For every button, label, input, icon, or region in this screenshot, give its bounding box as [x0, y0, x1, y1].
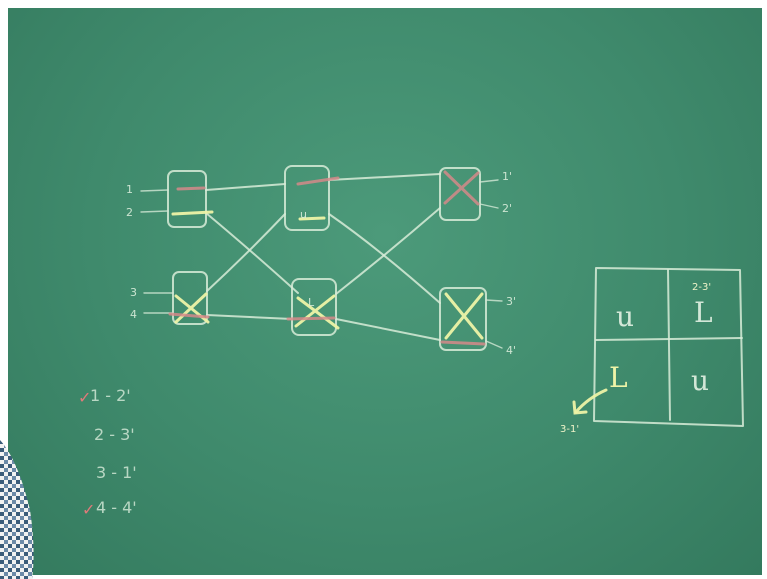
table-cell-l-bottom: L — [609, 361, 628, 394]
arrow-label: 3-1' — [560, 424, 579, 435]
link-s1b-s2t — [206, 213, 286, 292]
route-red-s1b — [168, 312, 210, 319]
switch-mark-l: L — [308, 296, 315, 309]
table-cell-l-top: L — [694, 296, 713, 329]
input-label-2: 2 — [126, 206, 133, 219]
route-red-s3b — [440, 340, 486, 346]
network-diagram: 1 2 3 4 1' 2' 3' 4' u L u L L u 2-3' — [78, 165, 744, 519]
input-label-3: 3 — [130, 286, 137, 299]
output-line-3 — [485, 299, 503, 302]
route-red-s1 — [176, 186, 206, 191]
table-cell-u-bottom: u — [691, 364, 709, 397]
tick-mark: ✓ — [78, 388, 91, 407]
output-line-4 — [485, 340, 503, 349]
link-s1b-s2b — [206, 314, 293, 320]
table-border — [593, 267, 744, 427]
link-s2t-s3b — [328, 213, 441, 304]
arrow-curve — [574, 388, 608, 414]
link-s2b-s3t — [335, 207, 441, 295]
cross-stage3-bottom — [444, 292, 484, 340]
output-label-4: 4' — [506, 344, 516, 357]
switch-mark-u: u — [300, 208, 307, 221]
chalkboard: 1 2 3 4 1' 2' 3' 4' u L u L L u 2-3' — [8, 8, 762, 575]
input-label-4: 4 — [130, 308, 137, 321]
input-line-1 — [140, 189, 169, 192]
mapping-item: 3 - 1' — [96, 463, 137, 482]
mapping-item: 4 - 4' — [96, 498, 137, 517]
switch-stage1-top — [167, 170, 207, 228]
switch-stage3-top — [439, 167, 481, 221]
link-s1t-s2b — [205, 212, 299, 294]
arrow-head — [572, 400, 588, 415]
switch-stage1-bottom — [172, 271, 208, 325]
switch-table: u L L u 2-3' 3-1' — [560, 267, 744, 435]
mapping-list: ✓ 1 - 2' 2 - 3' 3 - 1' ✓ 4 - 4' — [78, 386, 137, 519]
table-vline — [667, 269, 671, 421]
table-hline — [595, 337, 743, 341]
input-line-2 — [140, 210, 169, 213]
table-annotation: 2-3' — [692, 282, 711, 293]
link-s1t-s2t — [205, 183, 286, 191]
table-cell-u-top: u — [616, 300, 634, 333]
input-label-1: 1 — [126, 183, 133, 196]
cross-stage2-bottom — [294, 294, 340, 330]
route-yellow-s1 — [171, 210, 214, 216]
mapping-item: 1 - 2' — [90, 386, 131, 405]
switch-stage3-bottom — [439, 287, 487, 351]
output-line-2 — [479, 203, 499, 209]
link-s2b-s3b — [335, 318, 441, 341]
output-label-1: 1' — [502, 170, 512, 183]
tick-mark: ✓ — [82, 500, 95, 519]
output-label-3: 3' — [506, 295, 516, 308]
link-s2t-s3t — [328, 173, 441, 181]
cross-stage3-top — [443, 170, 480, 206]
switch-stage2-bottom — [291, 278, 337, 336]
route-yellow-s2 — [298, 216, 326, 221]
output-label-2: 2' — [502, 202, 512, 215]
mapping-item: 2 - 3' — [94, 425, 135, 444]
lecturer-sleeve — [0, 440, 34, 579]
output-line-1 — [479, 179, 499, 183]
route-red-s2b — [286, 316, 336, 321]
route-red-s2 — [296, 176, 340, 186]
switch-stage2-top — [284, 165, 330, 231]
